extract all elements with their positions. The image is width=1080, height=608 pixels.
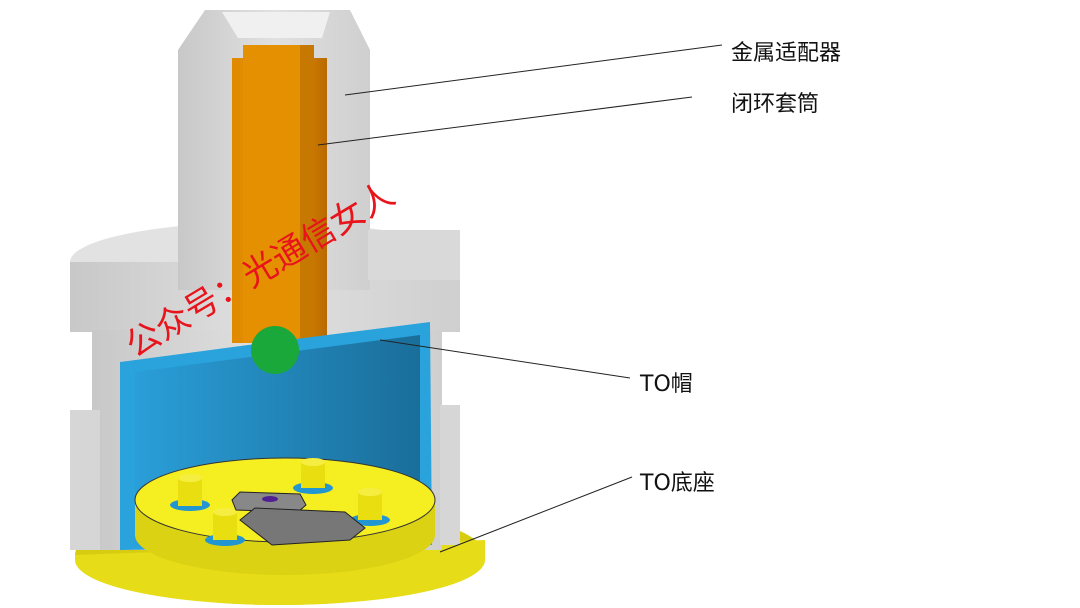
label-closed-sleeve: 闭环套筒 <box>731 92 820 117</box>
submount-chip <box>239 507 366 546</box>
label-to-cap: TO帽 <box>640 372 693 397</box>
label-metal-adapter: 金属适配器 <box>731 41 842 66</box>
label-to-base: TO底座 <box>640 471 715 496</box>
closed-sleeve <box>232 45 327 343</box>
to-base-header <box>134 457 436 575</box>
pins <box>170 458 390 546</box>
leader-lines <box>317 44 723 553</box>
ball-lens <box>251 326 299 374</box>
laser-chip <box>231 491 307 513</box>
